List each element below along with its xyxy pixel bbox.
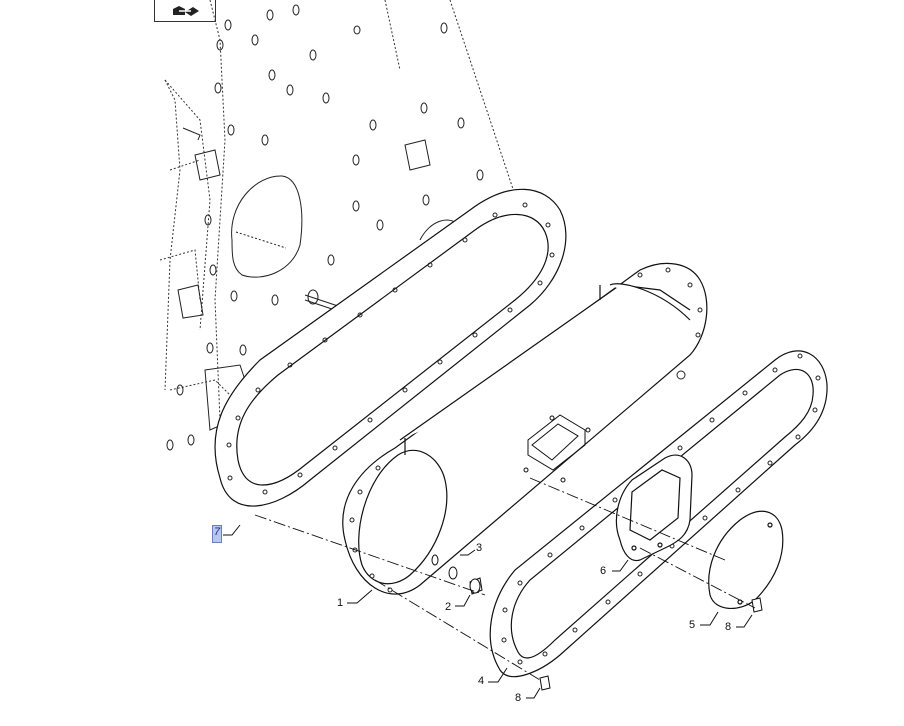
callout-labels: 1 2 3 4 5 6 8 8 [337, 542, 731, 704]
part-1-flange-holes [349, 267, 703, 593]
part-7-gasket [214, 188, 567, 507]
callout-1: 1 [337, 597, 343, 609]
callout-6: 6 [600, 565, 606, 577]
callout-5: 5 [689, 619, 695, 631]
housing-inspection-frame [523, 414, 591, 483]
part-4-gasket [489, 350, 828, 678]
callout-2: 2 [445, 601, 451, 613]
callout-4: 4 [478, 675, 484, 687]
callout-7: 7 [214, 526, 221, 538]
callout-7-highlight[interactable]: 7 [212, 525, 222, 543]
callout-8-upper: 8 [725, 621, 731, 633]
leader-lines [223, 524, 753, 699]
part-7-bolt-holes [226, 202, 555, 495]
frame-panel [159, 0, 521, 471]
assembly-centerlines [254, 477, 756, 681]
parts-view-badge[interactable] [154, 0, 216, 22]
part-6-cover-gasket [615, 454, 693, 562]
part-1-housing [342, 262, 708, 595]
callout-8-lower: 8 [515, 692, 521, 704]
parts-view-icon [173, 6, 199, 16]
part-5-cover-plate [708, 510, 784, 609]
callout-3: 3 [476, 542, 482, 554]
small-hardware [431, 554, 763, 691]
